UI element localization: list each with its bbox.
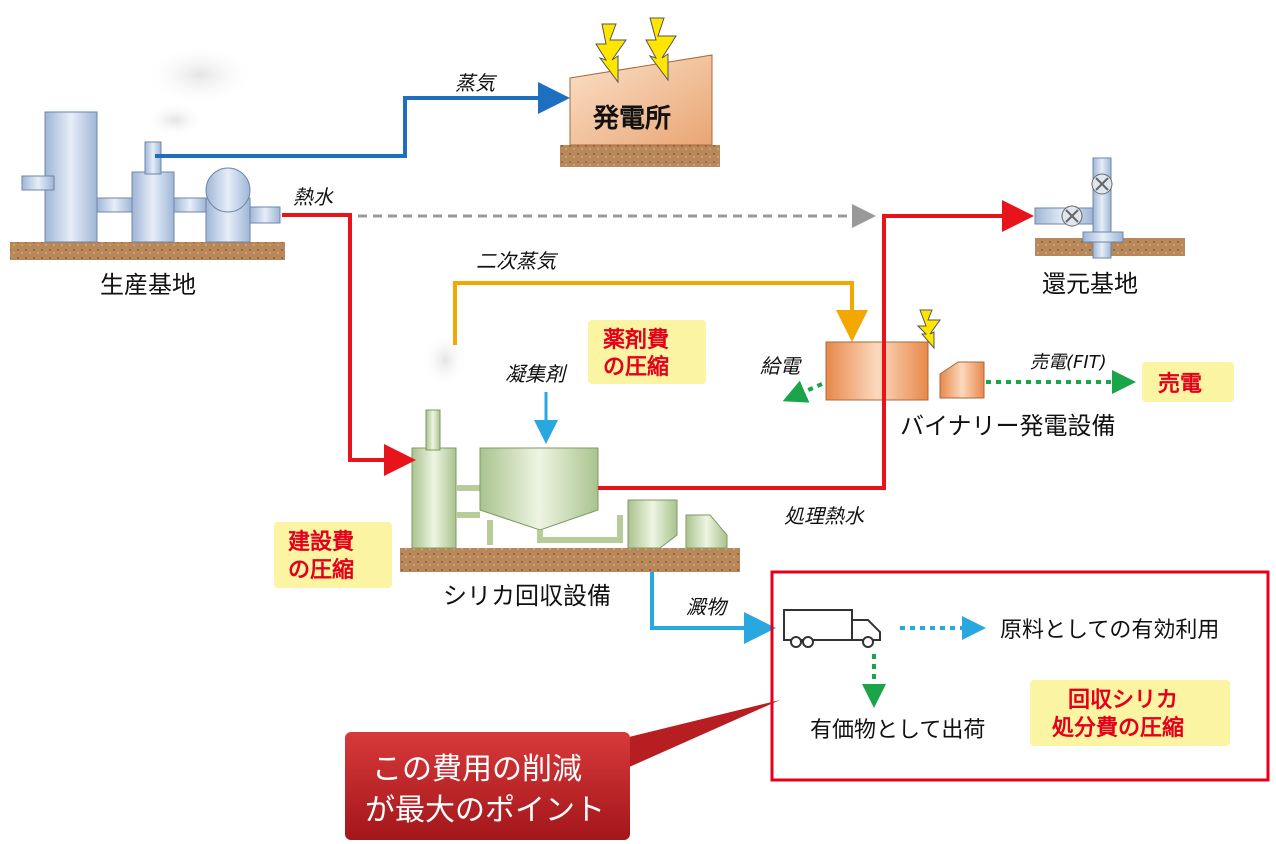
note-chemical-cost-line2: の圧縮 — [603, 354, 669, 380]
production-base-icon — [10, 45, 285, 260]
note-construction-cost-bg — [274, 522, 392, 588]
coagulant-label: 凝集剤 — [505, 362, 568, 386]
note-disposal-cost-bg — [1030, 680, 1230, 746]
power-plant-label: 発電所 — [592, 104, 671, 134]
note-construction-cost-line2: の圧縮 — [288, 557, 354, 583]
sediment-label: 澱物 — [686, 595, 729, 619]
silica-recovery-plant-icon — [400, 332, 740, 572]
note-chemical-cost-bg — [588, 320, 706, 384]
steam-line — [155, 82, 570, 158]
note-disposal-cost-line2: 処分費の圧縮 — [1052, 715, 1184, 741]
production-base-label: 生産基地 — [100, 271, 196, 299]
callout-box — [345, 700, 780, 840]
hot-water-line — [282, 213, 416, 476]
sell-power-label: 売電 — [1158, 371, 1202, 397]
note-sell-power-bg — [1142, 362, 1234, 402]
power-plant-icon — [560, 17, 720, 167]
disposal-highlight-frame — [770, 570, 1270, 782]
treated-hot-water-line — [598, 200, 1034, 490]
callout-line1: この費用の削減 — [372, 752, 582, 787]
note-disposal-cost-line1: 回収シリカ — [1068, 688, 1178, 713]
binary-plant-label: バイナリー発電設備 — [900, 412, 1116, 440]
note-chemical-cost-line1: 薬剤費 — [603, 327, 669, 353]
ship-as-valuable-label: 有価物として出荷 — [810, 718, 985, 743]
power-supply-line — [782, 380, 823, 403]
note-construction-cost-line1: 建設費 — [288, 529, 354, 555]
secondary-steam-line — [453, 281, 868, 345]
reinjection-base-label: 還元基地 — [1042, 270, 1138, 298]
reinjection-base-icon — [1034, 157, 1185, 259]
callout-line2: が最大のポイント — [365, 793, 605, 828]
raw-material-use-label: 原料としての有効利用 — [1000, 618, 1219, 643]
truck-icon — [783, 609, 881, 648]
power-supply-label: 給電 — [760, 354, 802, 378]
sell-power-fit-label: 売電(FIT) — [1030, 352, 1107, 373]
treated-hot-water-label: 処理熱水 — [784, 504, 865, 528]
hot-water-label: 熱水 — [293, 185, 334, 209]
sediment-line — [650, 572, 776, 644]
silica-plant-label: シリカ回収設備 — [443, 582, 611, 610]
steam-label: 蒸気 — [455, 71, 498, 95]
binary-power-plant-icon — [825, 309, 985, 401]
secondary-steam-label: 二次蒸気 — [476, 249, 559, 273]
